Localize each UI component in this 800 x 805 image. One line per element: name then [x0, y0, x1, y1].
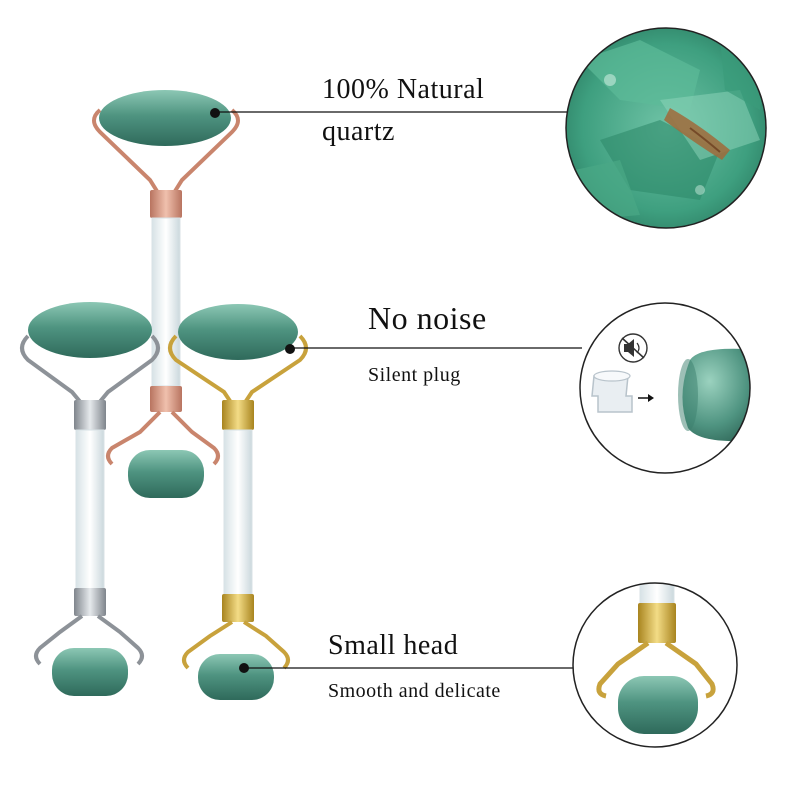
- feature-noise-title: No noise: [368, 300, 487, 336]
- silent-plug-circle-border: [579, 302, 751, 474]
- feature-head-subtitle: Smooth and delicate: [328, 680, 501, 702]
- quartz-detail-circle: [565, 27, 767, 229]
- gold-frame-closeup: [596, 640, 716, 699]
- gold-collar-top: [222, 400, 254, 430]
- gold-roller: [168, 304, 308, 700]
- feature-noise-subtitle: Silent plug: [368, 364, 461, 386]
- gold-collar-closeup: [638, 603, 676, 643]
- gold-frame-top: [168, 334, 308, 406]
- gold-large-stone: [178, 304, 298, 360]
- silver-handle: [75, 429, 105, 591]
- small-stone-closeup: [618, 676, 698, 734]
- small-head-detail-circle: [572, 582, 738, 748]
- feature-natural-subtitle: quartz: [322, 116, 395, 147]
- feature-head-title: Small head: [328, 630, 459, 661]
- rose-gold-collar-bottom: [150, 386, 182, 412]
- silent-plug-detail-circle: [579, 302, 751, 474]
- callout-lines: [210, 108, 582, 673]
- quartz-circle-border: [565, 27, 767, 229]
- silver-frame-bottom: [34, 614, 144, 666]
- callout-dot-head: [239, 663, 249, 673]
- callout-dot-natural: [210, 108, 220, 118]
- rose-gold-collar-top: [150, 190, 182, 218]
- silver-collar-bottom: [74, 588, 106, 616]
- muted-speaker-icon: [618, 333, 648, 363]
- silver-small-stone: [52, 648, 128, 696]
- small-head-circle-border: [572, 582, 738, 748]
- gold-small-stone: [198, 654, 274, 700]
- gold-collar-bottom: [222, 594, 254, 622]
- gold-frame-bottom: [182, 620, 290, 670]
- feature-natural-title: 100% Natural: [322, 74, 485, 105]
- callout-dot-noise: [285, 344, 295, 354]
- rose-gold-small-stone: [128, 450, 204, 498]
- silver-frame-top: [20, 334, 160, 406]
- rose-gold-frame-bottom: [106, 410, 220, 466]
- gold-handle: [223, 429, 253, 597]
- silver-roller: [20, 302, 160, 696]
- silver-large-stone: [28, 302, 152, 358]
- rose-gold-large-stone: [99, 90, 231, 146]
- silent-plug: [591, 375, 633, 413]
- stone-end-closeup: [682, 348, 750, 442]
- silver-collar-top: [74, 400, 106, 430]
- rose-gold-roller: [92, 90, 240, 498]
